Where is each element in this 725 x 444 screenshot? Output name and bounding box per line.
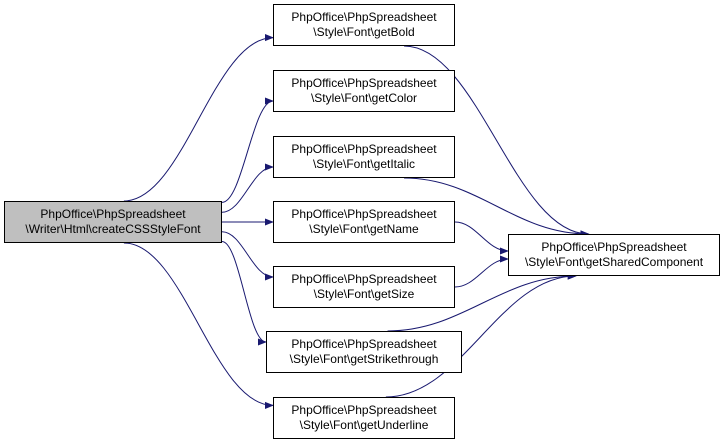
edge-root-to-getBold xyxy=(123,34,274,202)
node-line1: PhpOffice\PhpSpreadsheet xyxy=(291,10,437,24)
node-line2: \Style\Font\getSize xyxy=(313,287,415,301)
node-getitalic[interactable]: PhpOffice\PhpSpreadsheet \Style\Font\get… xyxy=(273,136,455,178)
edge-root-to-getItalic xyxy=(221,163,274,213)
node-getsharedcomponent[interactable]: PhpOffice\PhpSpreadsheet \Style\Font\get… xyxy=(508,234,720,276)
node-line2: \Style\Font\getStrikethrough xyxy=(289,352,439,366)
edge-root-to-getUnderline xyxy=(123,242,274,409)
node-line1: PhpOffice\PhpSpreadsheet xyxy=(291,403,437,417)
node-line1: PhpOffice\PhpSpreadsheet xyxy=(291,76,437,90)
node-getsize[interactable]: PhpOffice\PhpSpreadsheet \Style\Font\get… xyxy=(273,266,455,308)
node-line1: PhpOffice\PhpSpreadsheet xyxy=(541,240,687,254)
node-line2: \Style\Font\getUnderline xyxy=(299,418,429,432)
node-getname[interactable]: PhpOffice\PhpSpreadsheet \Style\Font\get… xyxy=(273,201,455,243)
node-line2: \Writer\Html\createCSSStyleFont xyxy=(25,222,201,236)
edge-root-to-getStrikethrough xyxy=(221,241,267,346)
node-line1: PhpOffice\PhpSpreadsheet xyxy=(291,272,437,286)
edge-getUnderline-to-getSharedComponent xyxy=(385,272,577,398)
node-getbold[interactable]: PhpOffice\PhpSpreadsheet \Style\Font\get… xyxy=(273,4,455,46)
edge-getSize-to-getSharedComponent xyxy=(454,255,509,288)
node-getcolor[interactable]: PhpOffice\PhpSpreadsheet \Style\Font\get… xyxy=(273,70,455,112)
node-line2: \Style\Font\getName xyxy=(309,222,419,236)
node-createcssstylefont: PhpOffice\PhpSpreadsheet \Writer\Html\cr… xyxy=(4,201,222,243)
edge-getStrikethrough-to-getSharedComponent xyxy=(387,272,577,332)
node-line1: PhpOffice\PhpSpreadsheet xyxy=(291,337,437,351)
edge-root-to-getColor xyxy=(221,97,274,203)
edge-getBold-to-getSharedComponent xyxy=(404,45,590,238)
edge-root-to-getSize xyxy=(221,231,274,281)
node-getstrikethrough[interactable]: PhpOffice\PhpSpreadsheet \Style\Font\get… xyxy=(266,331,462,373)
node-line2: \Style\Font\getSharedComponent xyxy=(524,255,704,269)
node-getunderline[interactable]: PhpOffice\PhpSpreadsheet \Style\Font\get… xyxy=(273,397,455,439)
node-line1: PhpOffice\PhpSpreadsheet xyxy=(40,207,186,221)
node-line2: \Style\Font\getColor xyxy=(310,91,418,105)
node-line2: \Style\Font\getItalic xyxy=(312,157,416,171)
edge-getName-to-getSharedComponent xyxy=(454,221,509,255)
node-line1: PhpOffice\PhpSpreadsheet xyxy=(291,207,437,221)
edge-getItalic-to-getSharedComponent xyxy=(404,177,590,238)
node-line1: PhpOffice\PhpSpreadsheet xyxy=(291,142,437,156)
node-line2: \Style\Font\getBold xyxy=(313,25,415,39)
